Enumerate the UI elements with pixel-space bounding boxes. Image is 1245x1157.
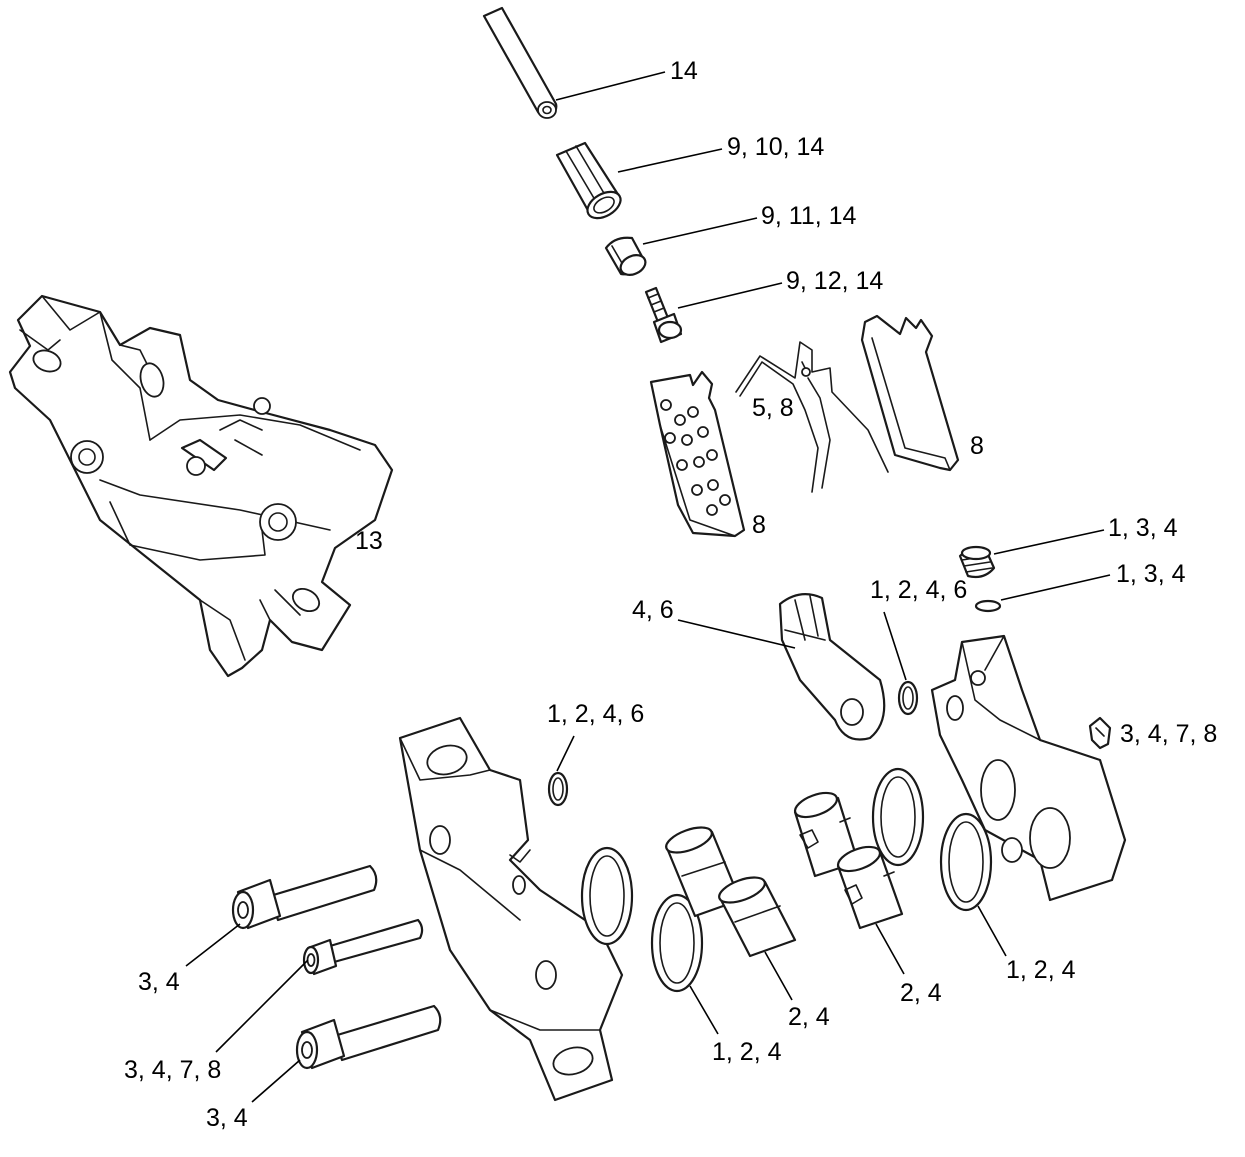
callout-bolt-lower: 3, 4 bbox=[206, 1104, 248, 1132]
leader-seal-left bbox=[689, 985, 719, 1035]
callout-bleed-oring: 1, 3, 4 bbox=[1116, 560, 1186, 588]
seal-left-lower-part bbox=[650, 893, 704, 993]
brake-pad-right-part bbox=[860, 314, 960, 472]
callout-pad-right: 8 bbox=[970, 432, 984, 460]
leader-pad-pin bbox=[215, 959, 309, 1053]
leader-piston-left bbox=[764, 951, 793, 1001]
leader-bolt-lower bbox=[251, 1059, 301, 1103]
leader-piston-right bbox=[875, 923, 905, 975]
leader-bleed-oring bbox=[1000, 574, 1111, 601]
pad-pin-part bbox=[302, 918, 424, 976]
callout-bolt-upper: 3, 4 bbox=[138, 968, 180, 996]
callout-piston-right: 2, 4 bbox=[900, 979, 942, 1007]
seal-right-lower-part bbox=[939, 812, 993, 912]
bolt-lower-part bbox=[295, 1004, 442, 1070]
leader-banjo bbox=[677, 619, 796, 649]
callout-pad-left: 8 bbox=[752, 511, 766, 539]
leader-seal-right bbox=[977, 905, 1007, 957]
callout-oring-upper: 1, 2, 4, 6 bbox=[870, 576, 967, 604]
callout-caliper-assembly: 13 bbox=[355, 527, 383, 555]
bleed-screw-part bbox=[958, 545, 996, 579]
callout-bleed-screw: 1, 3, 4 bbox=[1108, 514, 1178, 542]
caliper-assembly-part bbox=[8, 294, 394, 678]
callout-seal-left: 1, 2, 4 bbox=[712, 1038, 782, 1066]
olive-part bbox=[604, 236, 647, 276]
seal-right-upper-part bbox=[871, 767, 925, 867]
caliper-half-left-part bbox=[398, 716, 624, 1102]
leader-barb bbox=[677, 282, 783, 309]
callout-labels: 14 9, 10, 14 9, 11, 14 9, 12, 14 5, 8 8 … bbox=[124, 57, 1217, 1132]
bolt-upper-part bbox=[231, 864, 378, 930]
leader-oring-left bbox=[556, 735, 575, 772]
callout-pin-clip: 3, 4, 7, 8 bbox=[1120, 720, 1217, 748]
callout-compression-nut: 9, 10, 14 bbox=[727, 133, 824, 161]
callout-olive: 9, 11, 14 bbox=[761, 202, 857, 230]
leader-tube bbox=[555, 71, 666, 101]
leader-bolt-upper bbox=[185, 923, 241, 967]
bleed-oring-part bbox=[974, 599, 1002, 613]
callout-banjo: 4, 6 bbox=[632, 596, 674, 624]
callout-pad-spring: 5, 8 bbox=[752, 394, 794, 422]
callout-seal-right: 1, 2, 4 bbox=[1006, 956, 1076, 984]
piston-right-lower-part bbox=[836, 845, 904, 930]
callout-pad-pin: 3, 4, 7, 8 bbox=[124, 1056, 221, 1084]
leader-lines bbox=[185, 71, 1111, 1103]
brake-pad-left-part bbox=[649, 370, 746, 538]
pin-clip-part bbox=[1088, 716, 1112, 750]
banjo-part bbox=[778, 593, 886, 741]
callout-tube: 14 bbox=[670, 57, 698, 85]
callout-oring-left: 1, 2, 4, 6 bbox=[547, 700, 644, 728]
caliper-half-right-part bbox=[930, 634, 1127, 902]
leader-compression-nut bbox=[617, 148, 723, 173]
leader-bleed-screw bbox=[993, 529, 1105, 555]
pad-spring-part bbox=[735, 341, 889, 493]
hydraulic-hose-part bbox=[482, 6, 558, 119]
callout-piston-left: 2, 4 bbox=[788, 1003, 830, 1031]
seal-left-upper-part bbox=[580, 846, 634, 946]
oring-upper-part bbox=[897, 680, 919, 716]
callout-barb: 9, 12, 14 bbox=[786, 267, 883, 295]
compression-nut-part bbox=[555, 141, 622, 220]
leader-oring-upper bbox=[883, 611, 907, 681]
barb-part bbox=[644, 286, 683, 344]
oring-left-part bbox=[547, 771, 569, 807]
piston-left-lower-part bbox=[718, 876, 797, 958]
leader-olive bbox=[642, 217, 758, 245]
